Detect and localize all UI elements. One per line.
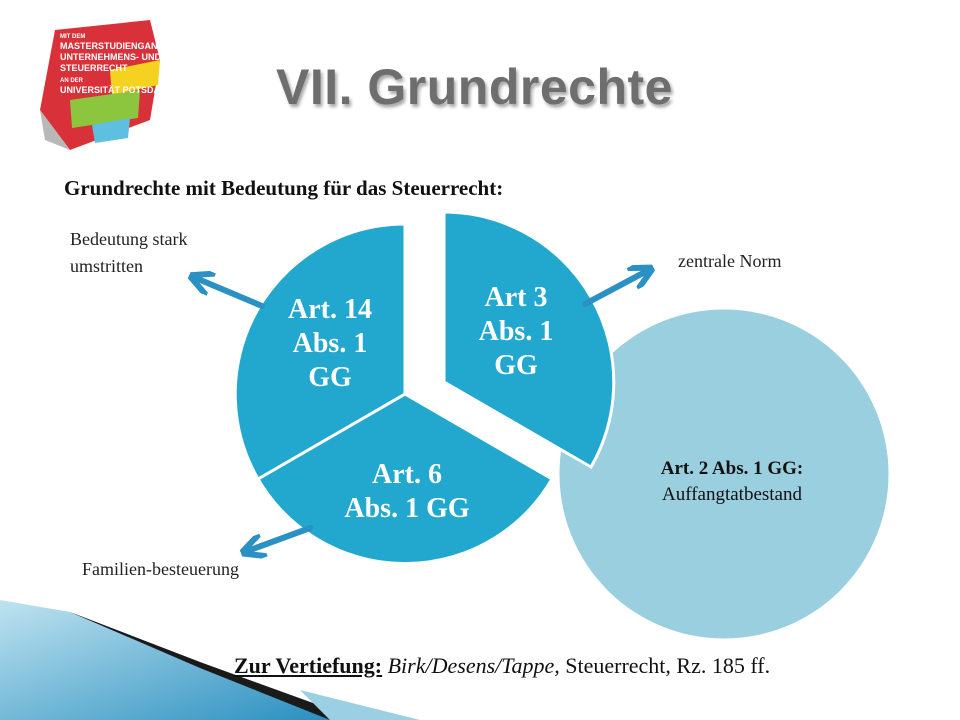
logo-text-line: AN DER <box>60 78 84 84</box>
logo-text-line: UNTERNEHMENS- UND <box>60 52 162 62</box>
page-title: VII. Grundrechte <box>276 59 673 115</box>
segment-art6-label: Art. 6 Abs. 1 GG <box>344 459 469 524</box>
logo-text-line: MIT DEM <box>60 34 85 40</box>
outer-circle-label-bold: Art. 2 Abs. 1 GG: <box>661 458 804 479</box>
svg-text:GG: GG <box>494 350 538 381</box>
outer-circle-label: Auffangtatbestand <box>662 484 802 505</box>
subtitle: Grundrechte mit Bedeutung für das Steuer… <box>64 176 504 200</box>
footer-reference: Zur Vertiefung: Birk/Desens/Tappe, Steue… <box>234 653 770 679</box>
note-bottom: Familien-besteuerung <box>82 559 239 579</box>
svg-text:Abs. 1 GG: Abs. 1 GG <box>344 493 469 524</box>
segment-art3 <box>442 210 616 470</box>
note-left: Bedeutung stark umstritten <box>70 229 188 276</box>
footer-authors: Birk/Desens/Tappe, <box>387 653 560 678</box>
footer-rest: Steuerrecht, Rz. 185 ff. <box>559 653 771 678</box>
outer-circle <box>556 306 892 642</box>
logo-text-line: MASTERSTUDIENGANG <box>60 41 165 51</box>
arrow-to-left-note <box>198 279 265 309</box>
arrow-to-bottom-note <box>250 525 313 550</box>
corner-decoration <box>0 600 420 720</box>
svg-text:Art. 6: Art. 6 <box>372 459 442 490</box>
logo-text-line: STEUERRECHT <box>60 63 128 73</box>
segment-art3-label: Art 3 Abs. 1 GG <box>479 282 554 381</box>
svg-text:Abs. 1: Abs. 1 <box>479 316 554 347</box>
svg-text:Abs. 1: Abs. 1 <box>293 328 368 359</box>
arrow-to-right-note <box>582 272 645 307</box>
svg-text:Art. 14: Art. 14 <box>288 294 372 325</box>
note-right: zentrale Norm <box>678 251 782 271</box>
segment-art14 <box>233 222 407 482</box>
svg-text:Art 3: Art 3 <box>485 282 548 313</box>
segment-art6 <box>255 392 555 566</box>
footer-lead: Zur Vertiefung: <box>234 653 383 678</box>
segment-art14-label: Art. 14 Abs. 1 GG <box>288 294 372 393</box>
logo-text-line: UNIVERSITÄT POTSDAM <box>60 85 168 95</box>
svg-text:GG: GG <box>308 362 352 393</box>
